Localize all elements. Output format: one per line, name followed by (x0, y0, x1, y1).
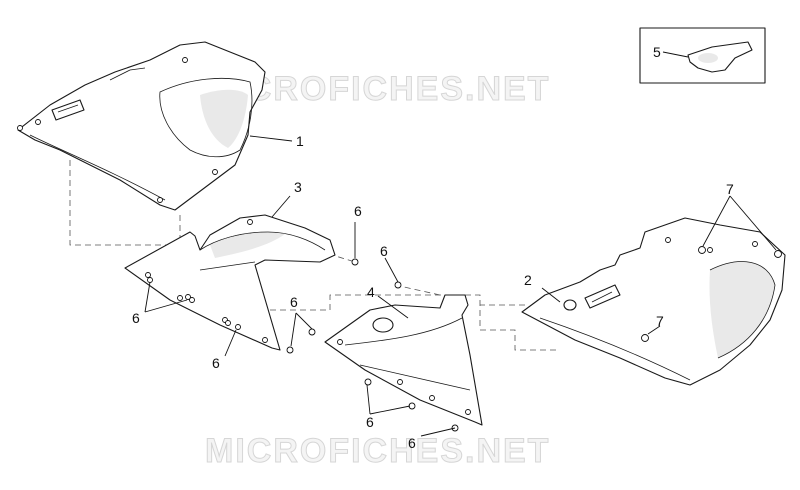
callout-6-bottom: 6 (408, 435, 416, 451)
callout-6-left: 6 (132, 310, 140, 326)
callout-1: 1 (296, 133, 304, 149)
part-3-inner-panel (124, 214, 336, 351)
part-1-side-fairing (17, 41, 266, 211)
callout-2: 2 (524, 272, 532, 288)
part-2-lower-fairing (521, 217, 786, 386)
callout-6-center: 6 (290, 294, 298, 310)
callout-6-upper: 6 (354, 203, 362, 219)
leader-lines (144, 135, 777, 437)
callout-3: 3 (294, 179, 302, 195)
part-5-inset-box (639, 27, 766, 84)
watermark-bottom: MICROFICHES.NET (205, 432, 550, 470)
callout-7-upper: 7 (726, 181, 734, 197)
callout-6-lower-left: 6 (212, 355, 220, 371)
part-4-inner-panel (324, 294, 483, 426)
callout-6-lower: 6 (366, 414, 374, 430)
callout-4: 4 (367, 284, 375, 300)
callout-6-mid: 6 (380, 243, 388, 259)
callout-7-lower: 7 (656, 313, 664, 329)
callout-5: 5 (653, 44, 661, 60)
fasteners (145, 246, 782, 432)
assembly-dash-lines (69, 160, 560, 351)
